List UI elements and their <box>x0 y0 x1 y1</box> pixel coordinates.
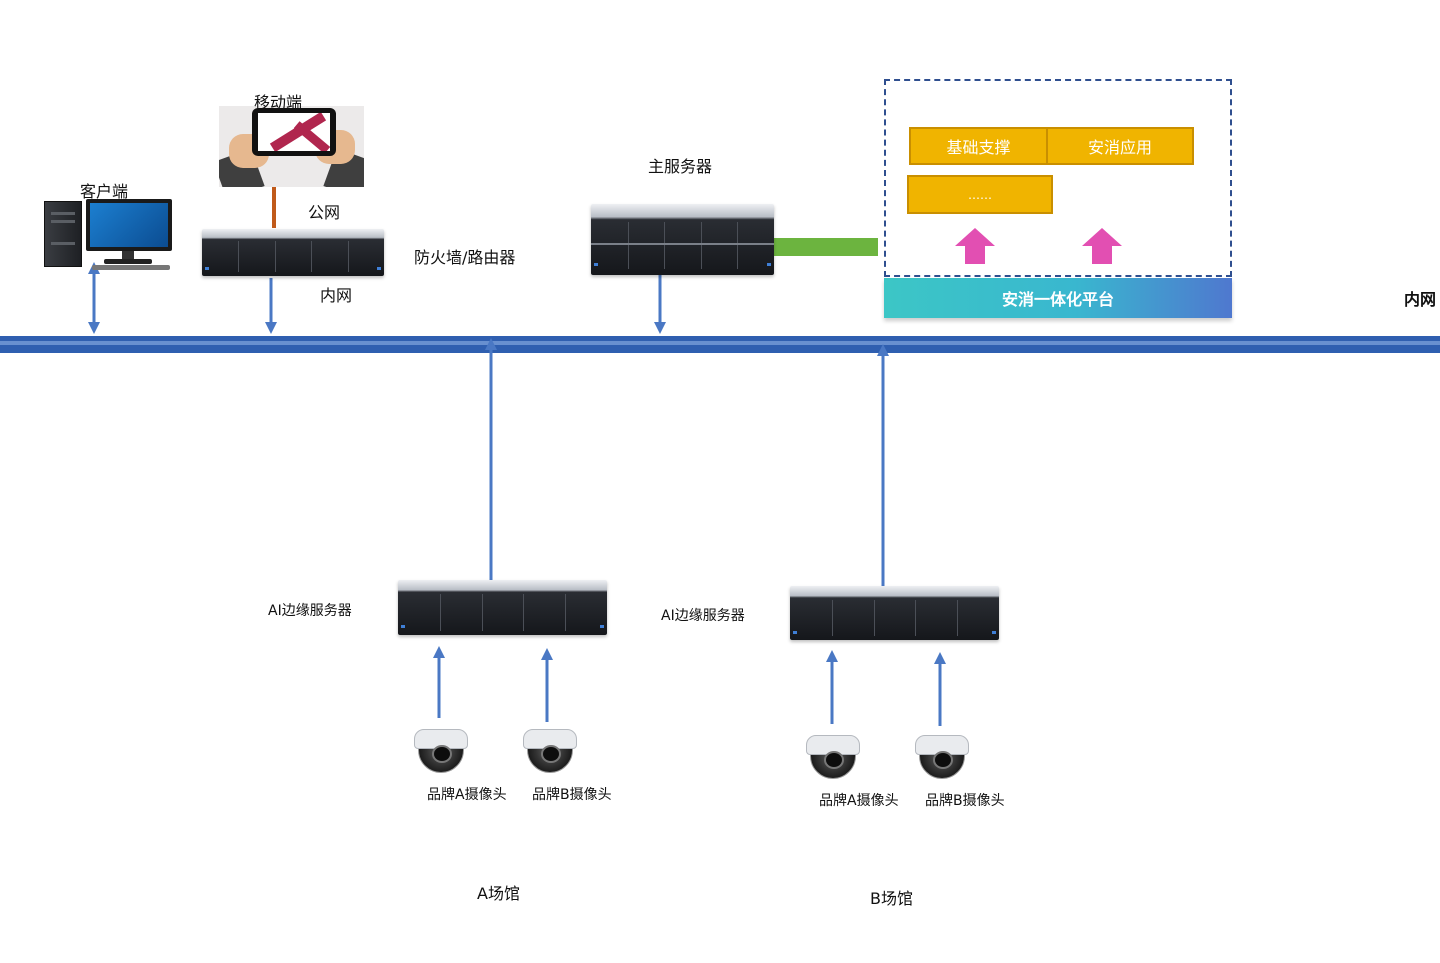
tablet-hands-icon <box>219 106 364 187</box>
platform-frame <box>884 79 1232 277</box>
dome-camera-icon <box>911 731 971 781</box>
cam-b1-label: 品牌A摄像头 <box>819 793 899 809</box>
main-server-label: 主服务器 <box>648 157 713 176</box>
cam-a2-label: 品牌B摄像头 <box>532 787 612 803</box>
platform-bar: 安消一体化平台 <box>884 278 1232 318</box>
mobile-label: 移动端 <box>254 93 303 112</box>
cam-b2-label: 品牌B摄像头 <box>925 793 1005 809</box>
dome-camera-icon <box>410 725 470 775</box>
pink-arrow-1 <box>955 228 995 264</box>
ai-edge-b-label: AI边缘服务器 <box>661 608 745 624</box>
ai-edge-server-a <box>398 580 607 635</box>
venue-a-label: A场馆 <box>477 884 520 903</box>
firewall-router-server <box>202 229 384 276</box>
public-net-label: 公网 <box>308 203 341 222</box>
cam-a1-label: 品牌A摄像头 <box>427 787 507 803</box>
venue-b-label: B场馆 <box>870 889 913 908</box>
firewall-router-label: 防火墙/路由器 <box>414 248 516 267</box>
dome-camera-icon <box>802 731 862 781</box>
dome-camera-icon <box>519 725 579 775</box>
ai-edge-server-b <box>790 586 999 640</box>
client-label: 客户端 <box>80 182 129 201</box>
intranet-right-label: 内网 <box>1404 290 1437 309</box>
ai-edge-a-label: AI边缘服务器 <box>268 603 352 619</box>
platform-box-basic-support: 基础支撑 <box>909 127 1048 165</box>
pink-arrow-2 <box>1082 228 1122 264</box>
platform-box-more: …… <box>907 175 1053 214</box>
platform-box-security-app: 安消应用 <box>1046 127 1194 165</box>
main-server <box>591 204 774 275</box>
intranet-small-label: 内网 <box>320 286 353 305</box>
